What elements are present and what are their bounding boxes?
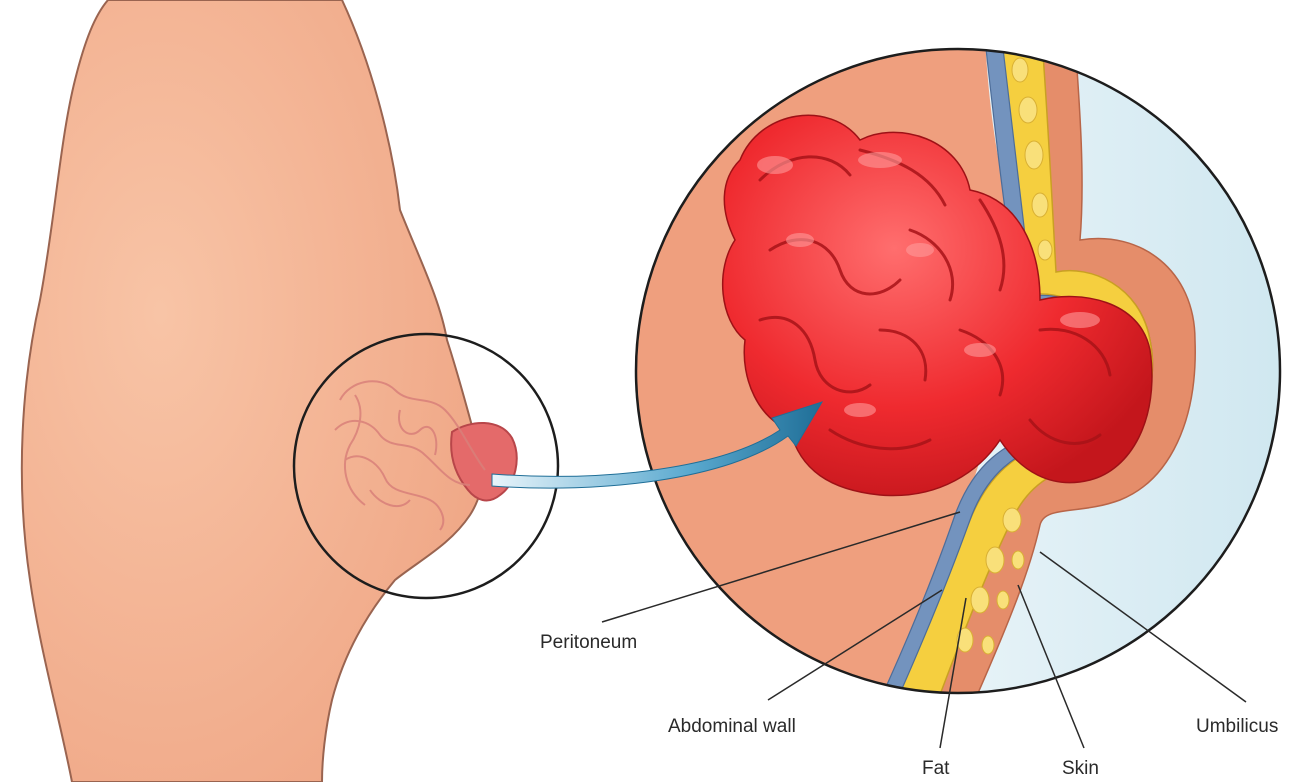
- label-abdominal-wall: Abdominal wall: [668, 716, 796, 737]
- label-peritoneum: Peritoneum: [540, 632, 637, 653]
- label-fat: Fat: [922, 758, 950, 779]
- label-skin: Skin: [1062, 758, 1099, 779]
- body-silhouette: [22, 0, 483, 782]
- big-zoom-contents: [630, 40, 1290, 700]
- label-umbilicus: Umbilicus: [1196, 716, 1278, 737]
